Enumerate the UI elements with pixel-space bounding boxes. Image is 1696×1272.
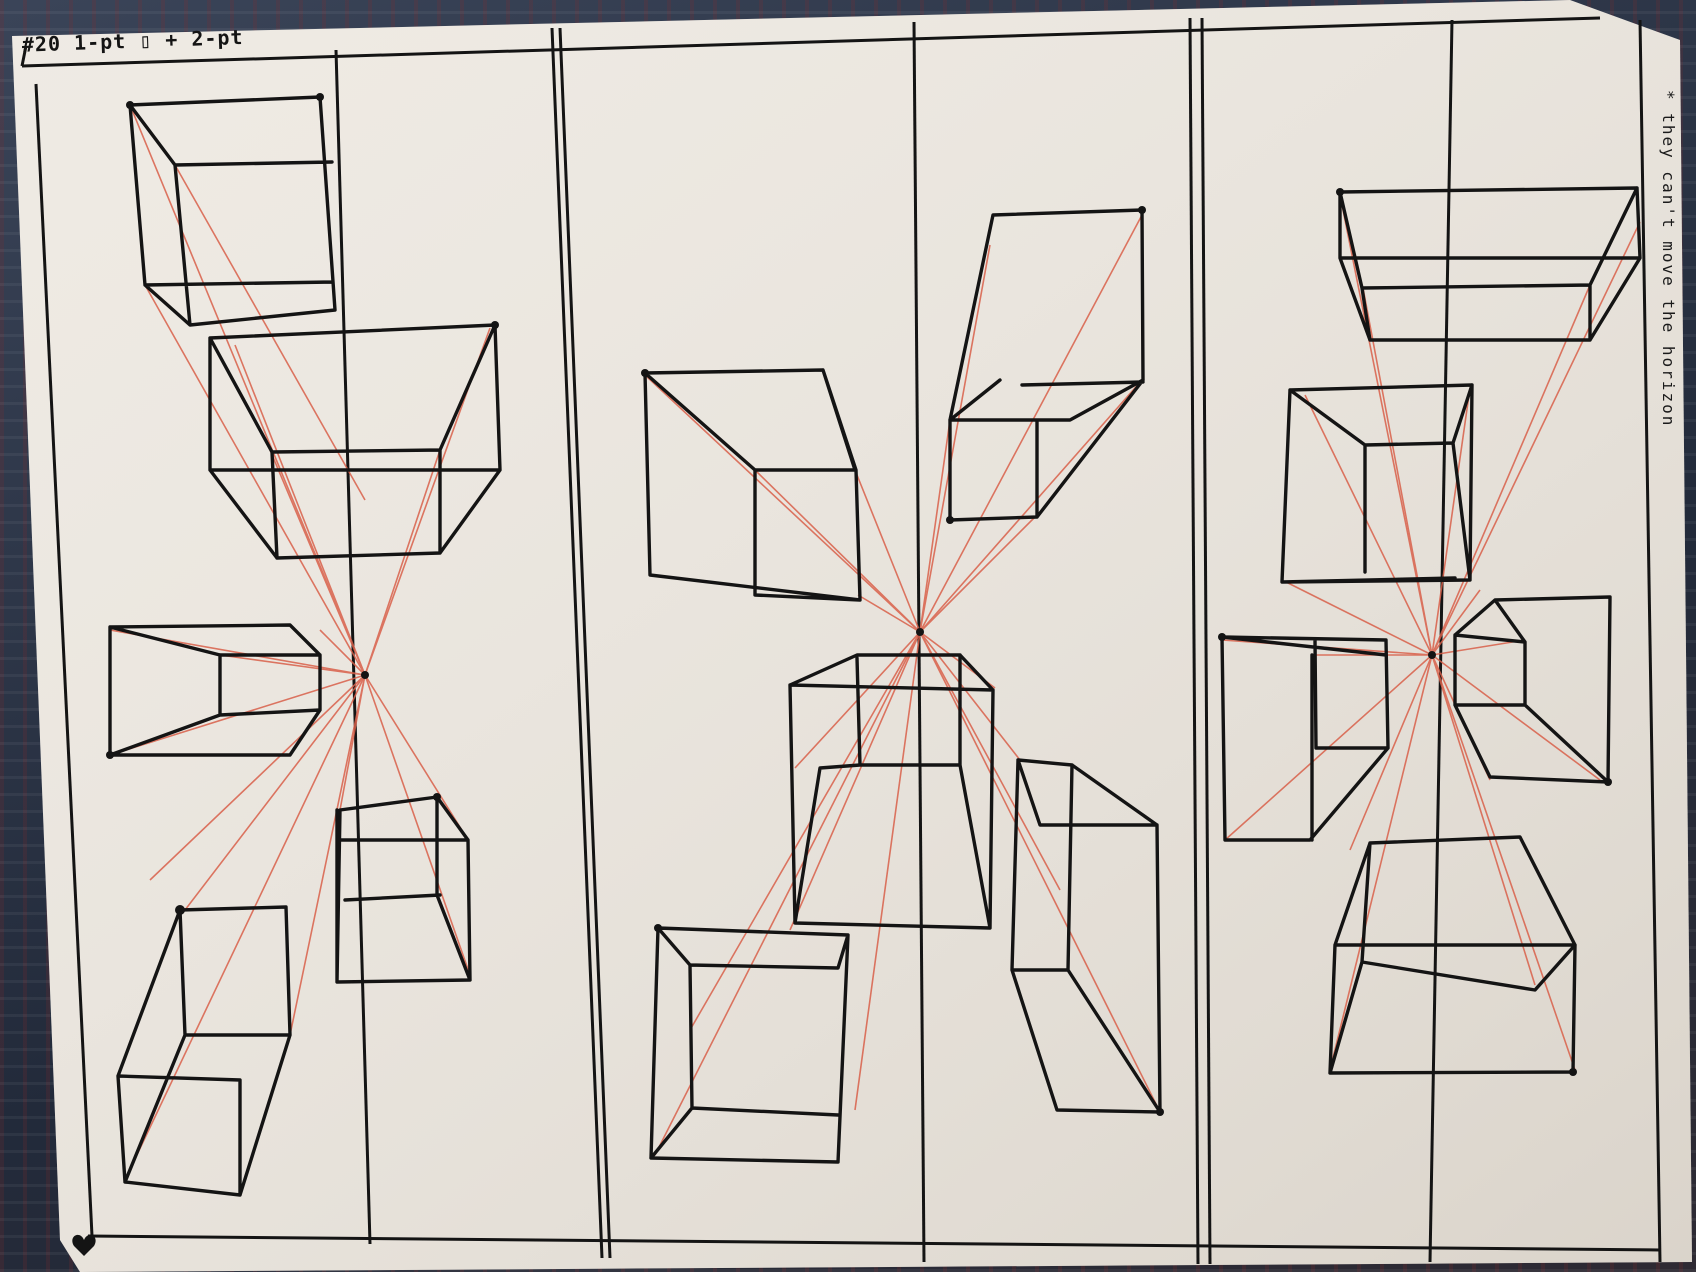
perspective-guidelines: [109, 104, 1641, 1181]
vanishing-point-middle: [916, 628, 924, 636]
cube: [208, 323, 502, 560]
paper-shadow: [12, 0, 1692, 1272]
cube: [128, 95, 337, 327]
heart-doodle-icon: [72, 1234, 96, 1256]
side-note-handwriting: * they can't move the horizon: [1659, 90, 1678, 428]
cube: [643, 368, 862, 602]
cube: [1280, 383, 1474, 584]
cube: [1338, 186, 1642, 342]
cube: [116, 905, 292, 1197]
vertex-dots: [106, 93, 1612, 1116]
cube: [335, 795, 472, 984]
cube: [108, 623, 322, 757]
cube: [788, 653, 995, 930]
cube: [649, 926, 850, 1164]
panel-frame: [20, 16, 1662, 1265]
cube: [948, 208, 1145, 522]
vanishing-point-left: [361, 671, 369, 679]
cube: [1220, 635, 1390, 842]
cube: [1453, 595, 1612, 784]
vanishing-point-right: [1428, 651, 1436, 659]
